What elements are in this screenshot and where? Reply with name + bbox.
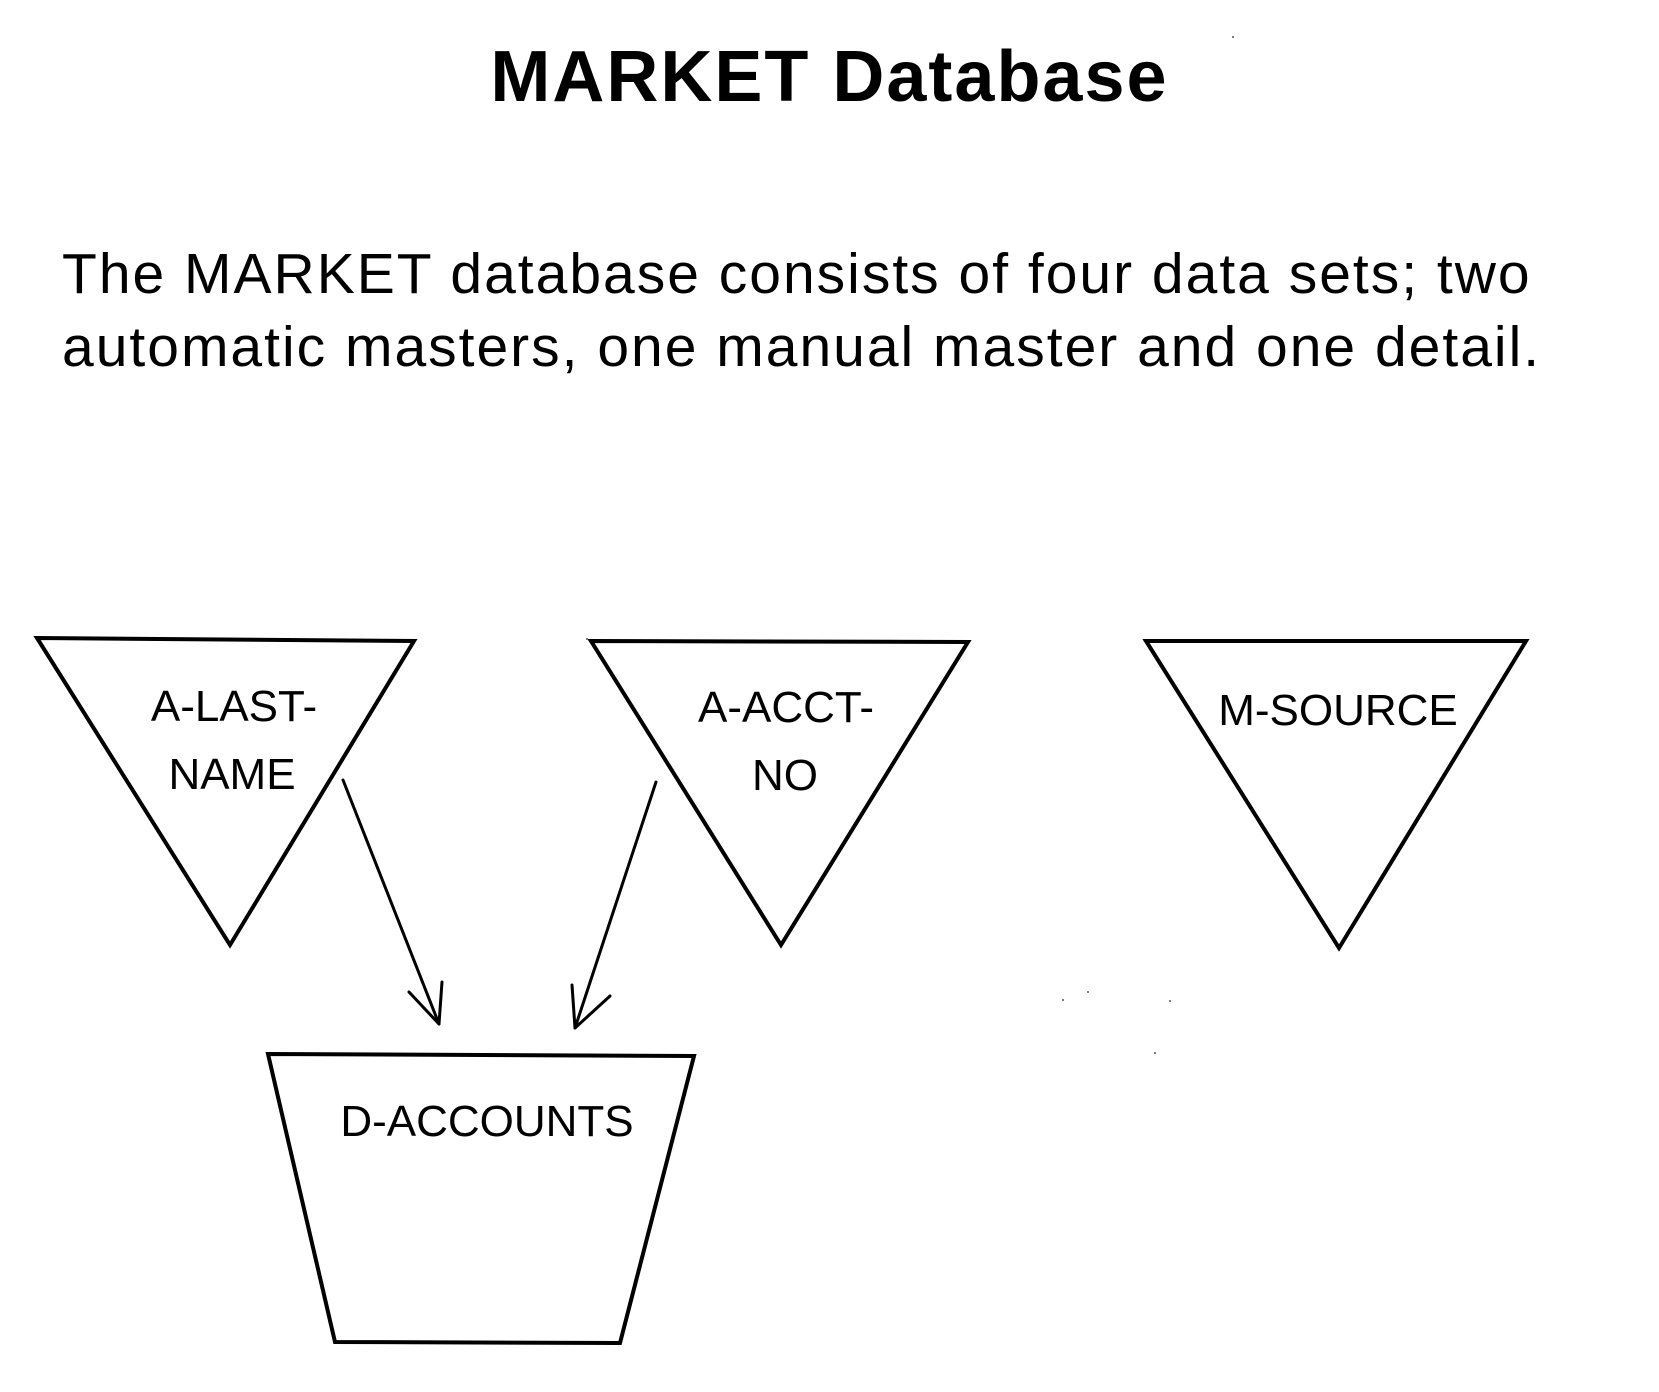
dataset-d-accounts-label: D-ACCOUNTS bbox=[340, 1097, 633, 1146]
dataset-a-last-name-label-2: NAME bbox=[168, 750, 295, 799]
arrow-head bbox=[407, 980, 444, 1026]
automatic-master-triangle bbox=[33, 635, 418, 949]
dataset-d-accounts: D-ACCOUNTS bbox=[265, 1051, 697, 1346]
manual-master-triangle bbox=[1142, 639, 1530, 952]
detail-trapezoid bbox=[265, 1051, 697, 1346]
description-line-2: automatic masters, one manual master and… bbox=[62, 315, 1542, 379]
dataset-m-source-label: M-SOURCE bbox=[1218, 686, 1458, 735]
description-text: The MARKET database consists of four dat… bbox=[62, 238, 1622, 384]
arrow-shaft bbox=[573, 780, 658, 1030]
dataset-a-acct-no: A-ACCT- NO bbox=[587, 638, 972, 949]
page-title: MARKET Database bbox=[490, 37, 1169, 117]
path-arrow-last-name-to-accounts bbox=[341, 778, 444, 1026]
arrow-head bbox=[570, 983, 612, 1030]
scan-specks bbox=[586, 36, 1234, 1054]
automatic-master-triangle bbox=[587, 638, 972, 949]
dataset-a-last-name: A-LAST- NAME bbox=[33, 635, 418, 949]
dataset-a-acct-no-label-1: A-ACCT- bbox=[698, 683, 874, 732]
dataset-m-source: M-SOURCE bbox=[1142, 639, 1530, 952]
dataset-a-last-name-label-1: A-LAST- bbox=[151, 682, 317, 731]
description-line-1: The MARKET database consists of four dat… bbox=[62, 242, 1532, 306]
path-arrow-acct-no-to-accounts bbox=[570, 780, 658, 1030]
arrow-shaft bbox=[341, 778, 441, 1026]
dataset-a-acct-no-label-2: NO bbox=[752, 751, 818, 800]
